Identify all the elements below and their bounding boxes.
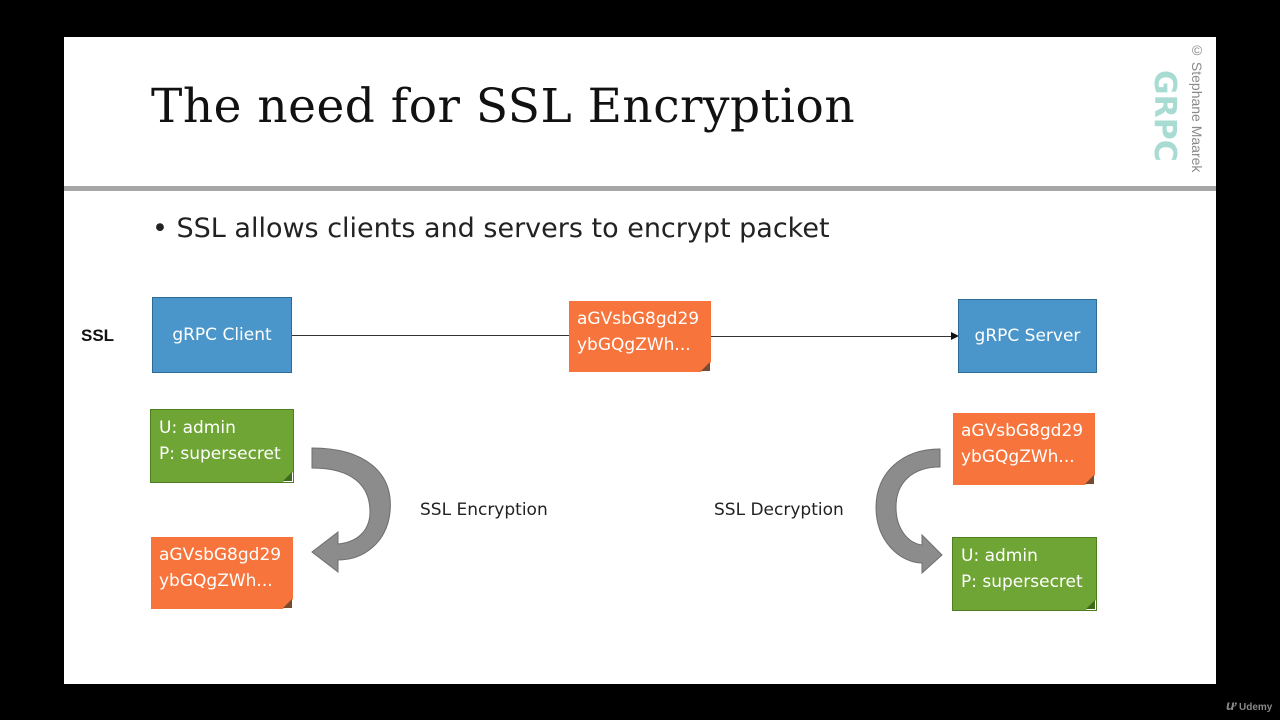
client-plain-pass: P: supersecret [159, 444, 281, 464]
server-encrypted-line-1: aGVsbG8gd29 [961, 421, 1084, 441]
server-encrypted-line-2: ybGQgZWh... [961, 447, 1075, 467]
grpc-logo: GRPC [1147, 70, 1182, 162]
server-encrypted-note: aGVsbG8gd29 ybGQgZWh... [953, 413, 1095, 485]
udemy-label: Udemy [1239, 702, 1273, 713]
decryption-arrow-icon [875, 448, 943, 575]
ssl-encryption-caption: SSL Encryption [420, 500, 548, 520]
copyright-text: © Stephane Maarek [1189, 42, 1205, 173]
packet-line-2: ybGQgZWh... [577, 335, 691, 355]
grpc-client-label: gRPC Client [172, 325, 272, 345]
ssl-row-label: SSL [81, 326, 115, 345]
udemy-icon: ư [1226, 697, 1236, 713]
encrypted-packet: aGVsbG8gd29 ybGQgZWh... [569, 301, 711, 372]
slide: The need for SSL Encryption GRPC © Steph… [64, 37, 1216, 684]
bullet-point: • SSL allows clients and servers to encr… [152, 213, 830, 244]
client-encrypted-line-1: aGVsbG8gd29 [159, 545, 282, 565]
server-plain-note: U: admin P: supersecret [952, 537, 1097, 611]
client-plain-user: U: admin [159, 418, 236, 438]
title-divider [64, 186, 1216, 191]
packet-line-1: aGVsbG8gd29 [577, 309, 700, 329]
client-encrypted-note: aGVsbG8gd29 ybGQgZWh... [151, 537, 293, 609]
slide-title: The need for SSL Encryption [151, 79, 856, 134]
watermark: GRPC © Stephane Maarek [1147, 42, 1209, 187]
grpc-server-label: gRPC Server [974, 326, 1081, 346]
client-plain-note: U: admin P: supersecret [150, 409, 294, 483]
connection-line-right [711, 336, 951, 337]
ssl-decryption-caption: SSL Decryption [714, 500, 844, 520]
server-plain-user: U: admin [961, 546, 1038, 566]
connection-line-left [292, 335, 570, 336]
grpc-client-box: gRPC Client [152, 297, 292, 373]
grpc-server-box: gRPC Server [958, 299, 1097, 373]
arrow-head-icon [951, 332, 959, 340]
server-plain-pass: P: supersecret [961, 572, 1083, 592]
client-encrypted-line-2: ybGQgZWh... [159, 571, 273, 591]
encryption-arrow-icon [311, 447, 391, 574]
